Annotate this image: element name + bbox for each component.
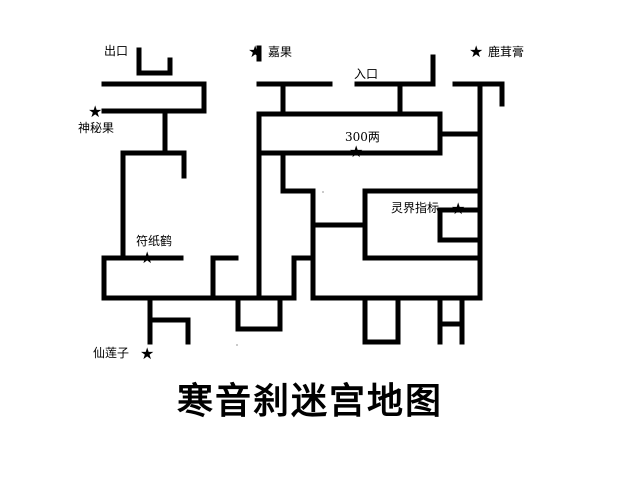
lurong-label: 鹿茸膏: [488, 45, 525, 59]
shenmi-label: 神秘果: [78, 121, 115, 135]
exit-label: 出口: [104, 44, 129, 58]
xianlian-label: 仙莲子: [93, 346, 130, 360]
fuzhihe-label: 符纸鹤: [136, 234, 173, 248]
entrance-label: 入口: [354, 67, 379, 81]
jiaguo-label: 嘉果: [268, 45, 293, 59]
star-icon: ★: [248, 42, 263, 61]
star-icon: ★: [140, 248, 155, 267]
star-icon: ★: [469, 42, 484, 61]
star-icon: ★: [140, 344, 155, 363]
star-icon: ★: [451, 199, 466, 218]
map-title: 寒音刹迷宫地图: [176, 380, 443, 422]
lingjie-label: 灵界指标: [391, 201, 440, 215]
star-icon: ★: [88, 102, 103, 121]
money-label: 300两: [345, 130, 380, 144]
star-icon: ★: [349, 142, 364, 161]
